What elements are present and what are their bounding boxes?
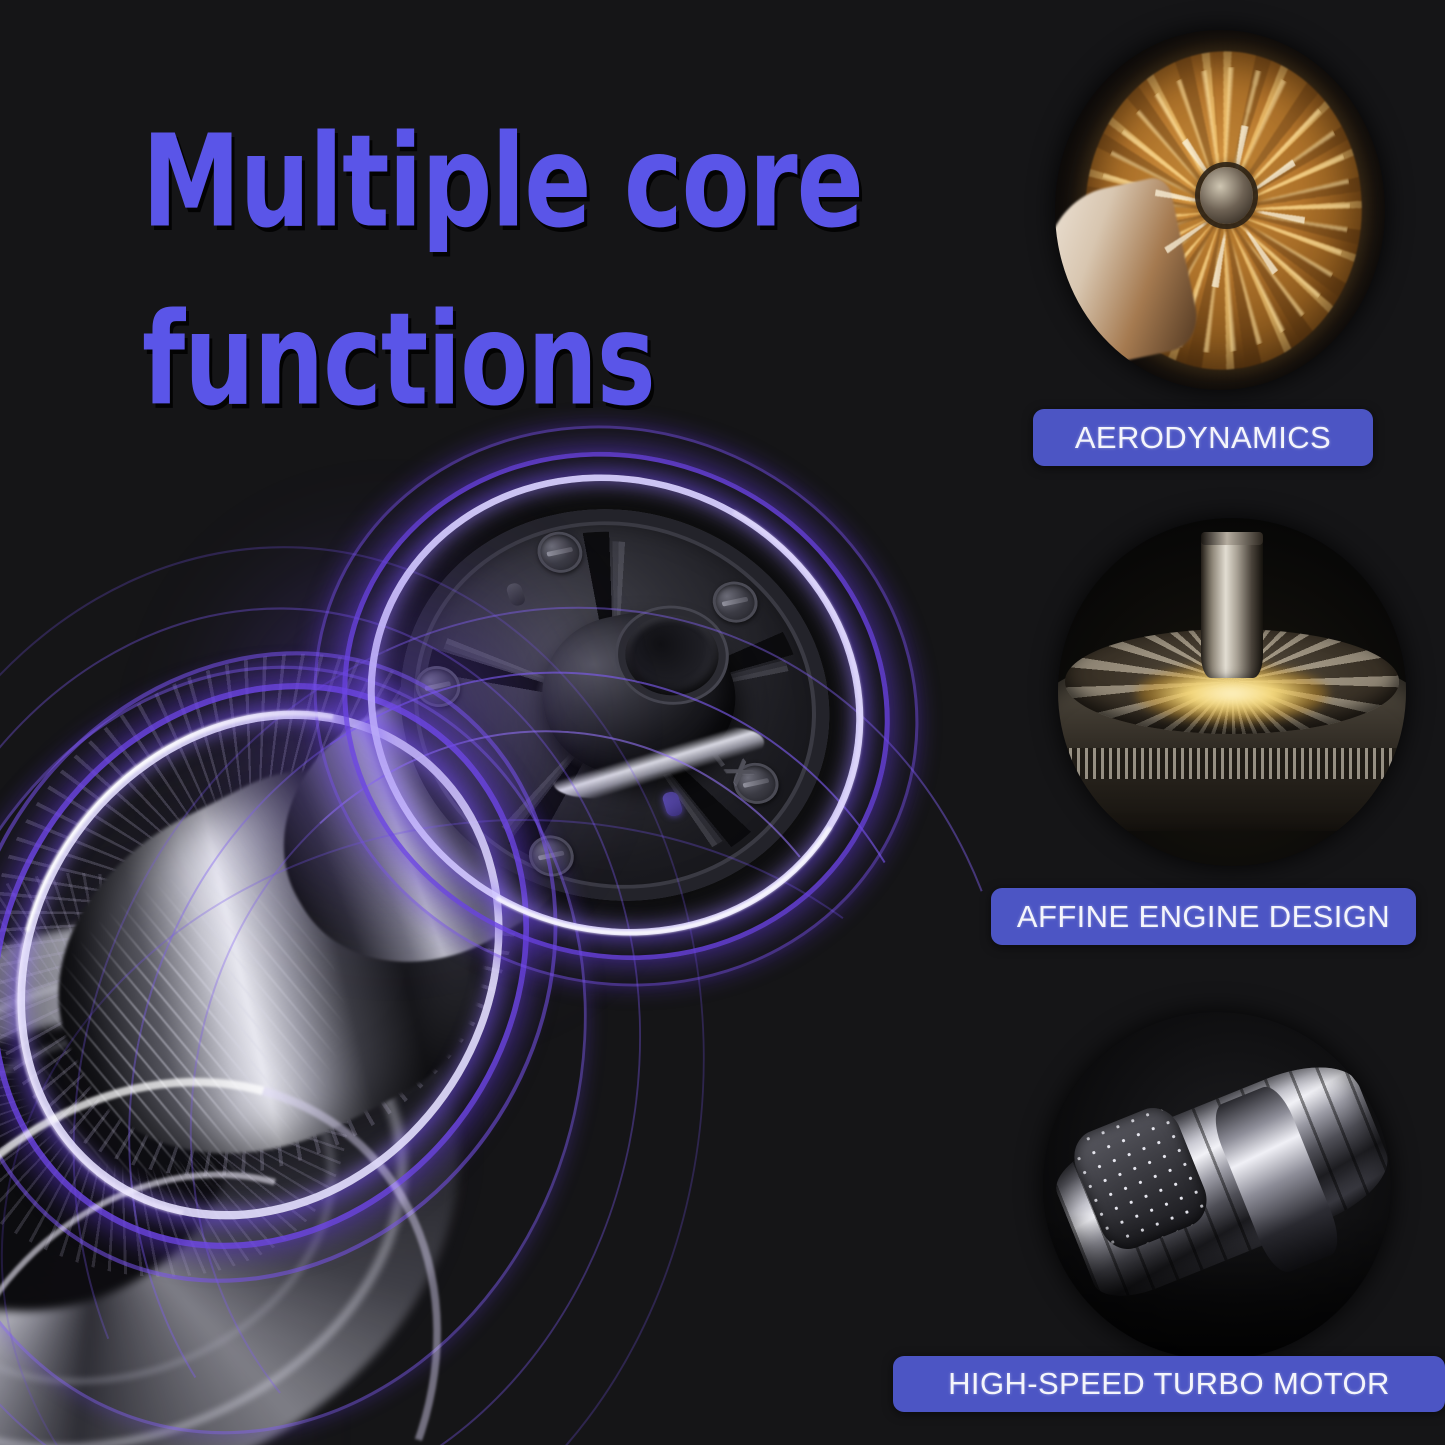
product-hero-image: LX <box>0 330 1170 1445</box>
motor-gear-teeth <box>1058 747 1406 779</box>
impeller-center-nut <box>1200 166 1253 225</box>
feature-thumbnail-high-speed-turbo-motor <box>1043 1012 1391 1360</box>
chrome-turbo-shaft-image <box>1043 1012 1391 1360</box>
motor-rotor-glow-image <box>1058 518 1406 866</box>
headline-line-1: Multiple core <box>142 108 864 257</box>
feature-thumbnail-aerodynamics <box>1055 30 1385 390</box>
page-title: Multiple core functions <box>142 78 902 434</box>
feature-badge-high-speed-turbo-motor[interactable]: HIGH-SPEED TURBO MOTOR <box>893 1356 1445 1412</box>
feature-thumbnail-affine-engine-design <box>1058 518 1406 866</box>
feature-badge-aerodynamics[interactable]: AERODYNAMICS <box>1033 409 1373 466</box>
feature-badge-affine-engine-design[interactable]: AFFINE ENGINE DESIGN <box>991 888 1416 945</box>
turbo-shadow-overlay <box>1043 1213 1391 1360</box>
golden-turbine-impeller-image <box>1055 30 1385 390</box>
motor-shaft <box>1200 531 1264 679</box>
